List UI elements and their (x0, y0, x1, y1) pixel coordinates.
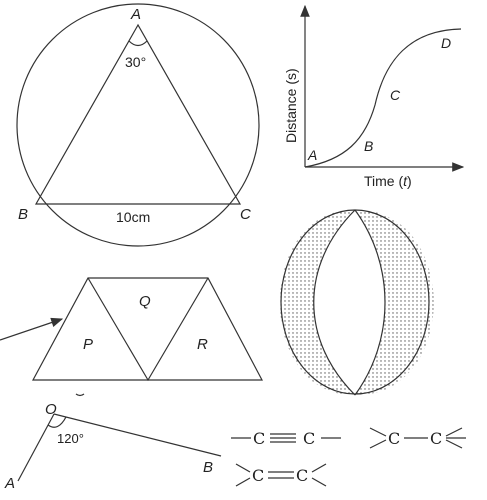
double-right-atom: C (296, 466, 308, 485)
ellipse-lunes-diagram (280, 209, 434, 396)
right-inner-arc (354, 209, 386, 396)
triple-bond-structure (231, 433, 341, 443)
left-inner-arc (313, 209, 356, 396)
label-vertex-b: B (18, 206, 28, 223)
ray-oa (17, 413, 55, 482)
graph-point-d: D (441, 35, 451, 51)
distance-curve (304, 28, 462, 168)
single-lower-left (369, 439, 387, 449)
single-right-atom: C (430, 429, 442, 448)
triple-right-atom: C (303, 429, 315, 448)
trapezoid-inner-lines (87, 277, 209, 382)
pointer-arrow (0, 317, 64, 341)
small-mark (75, 393, 85, 397)
single-bond-structure (369, 427, 466, 449)
single-left-atom: C (388, 429, 400, 448)
region-q: Q (139, 293, 151, 310)
region-p: P (83, 336, 93, 353)
trapezoid-outline (31, 277, 263, 381)
label-point-b: B (203, 459, 213, 476)
circumcircle (16, 3, 260, 247)
y-axis-label: Distance (s) (283, 68, 299, 143)
inscribed-triangle (34, 23, 242, 205)
label-vertex-c: C (240, 206, 251, 223)
label-angle-120: 120° (57, 431, 84, 446)
double-bond-structure (235, 463, 327, 487)
label-vertex-a: A (130, 6, 141, 23)
distance-time-graph (300, 4, 465, 172)
double-lower-right (311, 477, 327, 487)
x-axis-label-close: ) (407, 173, 412, 189)
double-lower-left (235, 477, 251, 487)
x-axis-label-var: t (403, 173, 408, 189)
trapezoid-diagram (0, 277, 263, 397)
graph-point-a: A (307, 147, 317, 163)
double-left-atom: C (252, 466, 264, 485)
x-axis-label: Time (t) (364, 173, 412, 189)
double-upper-left (235, 463, 251, 473)
x-axis-label-text: Time ( (364, 173, 403, 189)
label-side-bc: 10cm (116, 209, 150, 225)
graph-point-c: C (390, 87, 401, 103)
right-shaded-lune (355, 209, 434, 396)
angle-arc-a (128, 40, 148, 47)
left-shaded-lune (280, 209, 355, 396)
single-upper-left (369, 427, 387, 437)
angle-diagram (17, 413, 222, 482)
circle-triangle-diagram (16, 3, 260, 247)
label-angle-30: 30° (125, 54, 146, 70)
triple-left-atom: C (253, 429, 265, 448)
angle-arc-o (47, 416, 67, 428)
ray-ob (53, 413, 222, 457)
label-point-a: A (4, 475, 15, 492)
double-upper-right (311, 463, 327, 473)
graph-point-b: B (364, 138, 373, 154)
single-upper-right (445, 427, 463, 437)
region-r: R (197, 336, 208, 353)
single-lower-right (445, 439, 463, 449)
label-vertex-o: O (45, 401, 57, 418)
